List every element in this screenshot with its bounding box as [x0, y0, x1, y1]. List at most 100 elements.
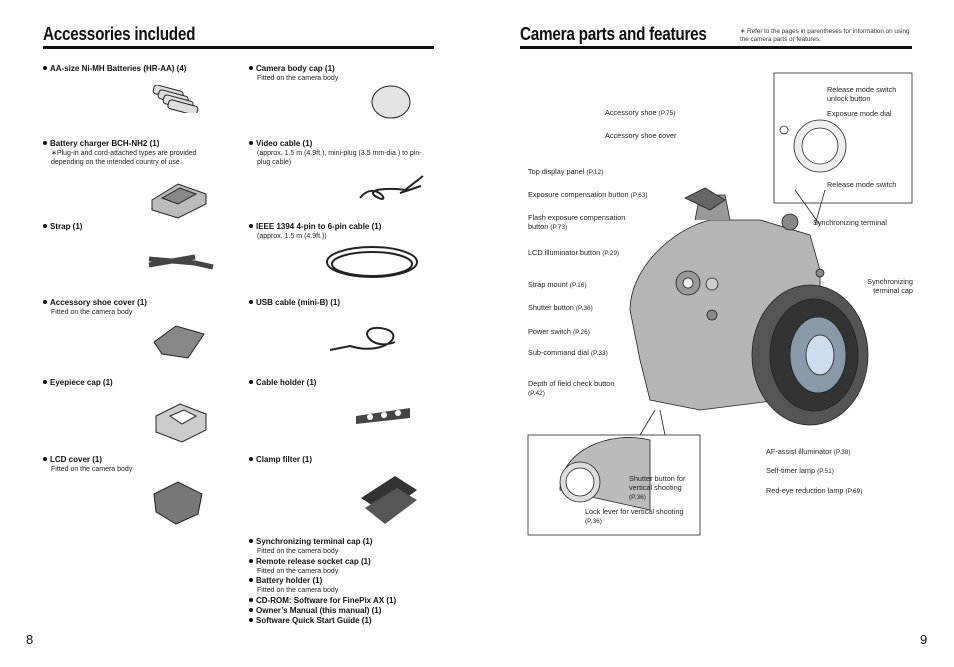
part-label-selftimer: Self-timer lamp (P.51): [766, 466, 834, 476]
part-name: Shutter button: [528, 303, 574, 312]
accessory-item: Eyepiece cap (1): [43, 378, 228, 388]
accessory-item: LCD cover (1) Fitted on the camera body: [43, 455, 228, 474]
accessory-note: Fitted on the camera body: [257, 548, 339, 555]
bullet-icon: [43, 66, 47, 70]
bullet-icon: [249, 617, 253, 622]
bullet-icon: [43, 141, 47, 145]
part-label-dof: Depth of field check button(P.42): [528, 379, 614, 398]
part-label-acc-shoe-cover: Accessory shoe cover: [605, 131, 676, 140]
page-ref: (P.16): [569, 282, 587, 289]
part-name: Shutter button for vertical shooting: [629, 474, 686, 492]
part-label-release-unlock: Release mode switch unlock button: [827, 85, 912, 103]
strap-illustration: [148, 254, 214, 270]
accessory-item: Strap (1): [43, 222, 228, 232]
page-ref: (P.36): [629, 494, 646, 501]
eyepiece-cap-illustration: [155, 403, 207, 443]
part-label-lock: Lock lever for vertical shooting(P.36): [585, 507, 684, 526]
part-label-af: AF-assist illuminator (P.38): [766, 447, 851, 457]
part-name: Depth of field check button: [528, 379, 615, 388]
camera-parts-title: Camera parts and features: [520, 24, 707, 44]
bullet-icon: [249, 607, 253, 612]
accessory-note: Fitted on the camera body: [51, 466, 133, 473]
accessory-name: Video cable (1): [256, 139, 313, 148]
bullet-icon: [249, 558, 253, 563]
accessory-name: Battery holder (1): [256, 576, 323, 585]
accessory-item: Software Quick Start Guide (1): [249, 616, 439, 626]
bullet-icon: [249, 224, 253, 228]
part-name: Strap mount: [528, 280, 568, 289]
part-name: Red-eye reduction lamp: [766, 486, 844, 495]
part-name: Self-timer lamp: [766, 466, 816, 475]
accessory-note: Fitted on the camera body: [51, 309, 133, 316]
part-name: Accessory shoe: [605, 108, 657, 117]
page-ref: (P.12): [586, 169, 604, 176]
accessory-name: Software Quick Start Guide (1): [256, 615, 372, 625]
bullet-icon: [249, 457, 253, 461]
part-name: Accessory shoe cover: [605, 131, 677, 140]
accessory-name: Eyepiece cap (1): [50, 378, 113, 387]
part-label-power: Power switch (P.26): [528, 327, 590, 337]
bullet-icon: [249, 597, 253, 602]
accessory-item: Battery charger BCH-NH2 (1)∗Plug-in and …: [43, 139, 228, 167]
accessory-name: Synchronizing terminal cap (1): [256, 537, 373, 546]
bullet-icon: [249, 380, 253, 384]
accessory-item: Synchronizing terminal cap (1) Fitted on …: [249, 537, 439, 556]
part-name: button: [528, 222, 549, 231]
part-label-lcd-illum: LCD illuminator button (P.29): [528, 248, 619, 258]
page-ref: (P.29): [602, 250, 620, 257]
accessory-name: LCD cover (1): [50, 455, 103, 464]
part-name: Synchronizing terminal: [813, 218, 887, 227]
part-label-top-display: Top display panel (P.12): [528, 167, 603, 177]
accessory-note: Fitted on the camera body: [257, 567, 339, 575]
accessory-item: Cable holder (1): [249, 378, 434, 388]
accessory-name: Camera body cap (1): [256, 64, 335, 73]
accessory-item: AA-size Ni-MH Batteries (HR-AA) (4): [43, 64, 228, 74]
page-ref: (P.38): [833, 449, 851, 456]
camera-illustration: [527, 72, 913, 536]
cable-holder-illustration: [356, 408, 410, 424]
accessory-item: IEEE 1394 4-pin to 6-pin cable (1)(appro…: [249, 222, 434, 241]
page-ref: (P.51): [817, 468, 834, 475]
part-name: Flash exposure compensation: [528, 213, 626, 222]
part-name: Lock lever for vertical shooting: [585, 507, 684, 516]
accessory-item: Remote release socket cap (1)Fitted on t…: [249, 557, 439, 576]
ieee-cable-illustration: [326, 246, 418, 278]
part-label-sync-cap: Synchronizing terminal cap: [858, 277, 913, 295]
bullet-icon: [249, 539, 253, 543]
accessory-item: Battery holder (1)Fitted on the camera b…: [249, 576, 439, 595]
part-name: Sub-command dial: [528, 348, 589, 357]
reference-note: ∗ Refer to the pages in parentheses for …: [740, 28, 910, 43]
part-label-release-switch: Release mode switch: [827, 180, 896, 189]
body-cap-illustration: [371, 85, 411, 119]
page-ref: (P.73): [550, 224, 568, 231]
bullet-icon: [43, 300, 47, 304]
accessory-name: Owner’s Manual (this manual) (1): [256, 605, 382, 615]
accessory-item: Accessory shoe cover (1)Fitted on the ca…: [43, 298, 228, 317]
accessory-item: USB cable (mini-B) (1): [249, 298, 434, 308]
accessories-title: Accessories included: [43, 24, 196, 44]
part-label-strap-mount: Strap mount (P.16): [528, 280, 587, 290]
part-name: Power switch: [528, 327, 571, 336]
accessory-note: Fitted on the camera body: [257, 75, 339, 82]
page-ref: (P.36): [575, 305, 593, 312]
part-label-exp-comp: Exposure compensation button (P.63): [528, 190, 648, 200]
bullet-icon: [249, 300, 253, 304]
part-label-acc-shoe: Accessory shoe (P.75): [605, 108, 675, 118]
clamp-filter-illustration: [361, 476, 417, 524]
accessory-name: CD-ROM: Software for FinePix AX (1): [256, 595, 397, 605]
accessory-name: Clamp filter (1): [256, 455, 313, 464]
accessory-name: Strap (1): [50, 222, 83, 231]
part-label-redeye: Red-eye reduction lamp (P.69): [766, 486, 862, 496]
accessory-item: Camera body cap (1) Fitted on the camera …: [249, 64, 434, 83]
bullet-icon: [249, 578, 253, 582]
title-rule: [43, 46, 434, 49]
part-name: AF-assist illuminator: [766, 447, 832, 456]
accessory-note: (approx. 1.5 m (4.9ft.), mini-plug (3.5 …: [257, 150, 422, 166]
bullet-icon: [43, 224, 47, 228]
bullet-icon: [43, 457, 47, 461]
batteries-illustration: [152, 85, 199, 113]
part-name: Top display panel: [528, 167, 585, 176]
accessory-item: CD-ROM: Software for FinePix AX (1): [249, 596, 439, 606]
